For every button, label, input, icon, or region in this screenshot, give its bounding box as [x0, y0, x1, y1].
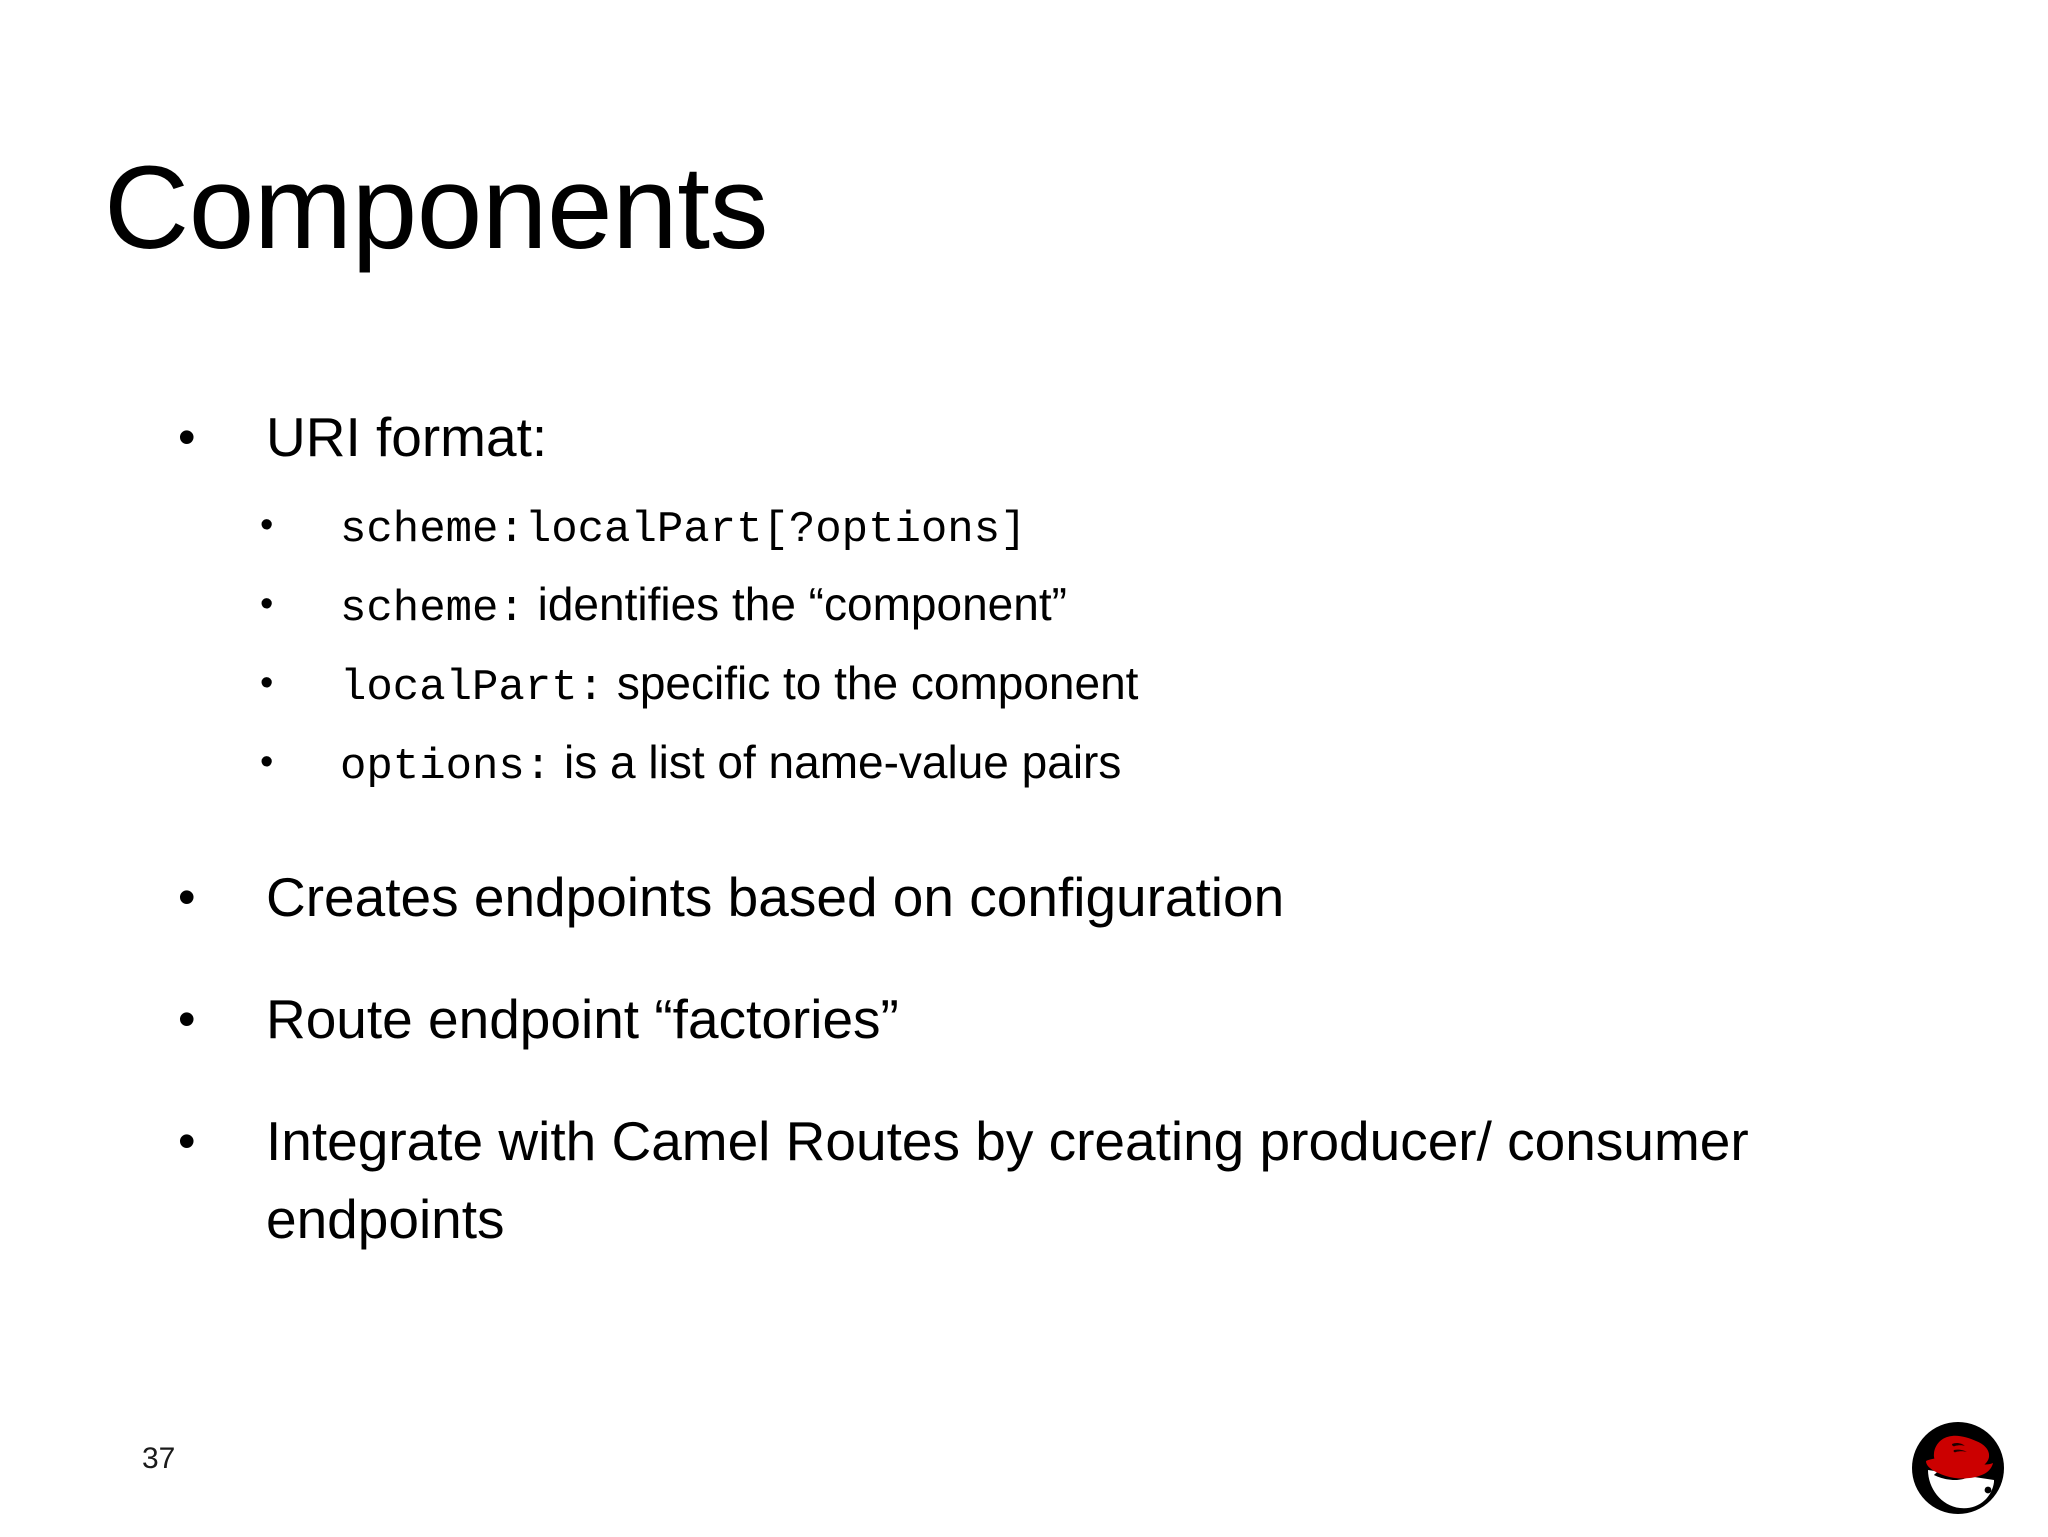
sub-bullet-scheme: • scheme: identifies the “component” — [0, 569, 2048, 644]
slide-number: 37 — [142, 1442, 176, 1475]
bullet-route-endpoint-factories: • Route endpoint “factories” — [0, 980, 2048, 1058]
bullet-text: URI format: — [266, 406, 548, 468]
sub-bullet-text: options: is a list of name-value pairs — [340, 727, 2048, 802]
code-token: scheme:localPart[?options] — [340, 505, 1027, 555]
bullet-text: Route endpoint “factories” — [266, 988, 899, 1050]
bullet-text: Creates endpoints based on configuration — [266, 866, 1285, 928]
code-token: scheme: — [340, 584, 525, 634]
bullet-uri-format: • URI format: — [0, 398, 2048, 476]
sub-bullet-text: localPart: specific to the component — [340, 648, 2048, 723]
bullet-marker-icon: • — [260, 741, 274, 783]
sub-bullet-description: identifies the “component” — [524, 578, 1067, 630]
spacer — [0, 1072, 2048, 1102]
sub-bullet-description: is a list of name-value pairs — [551, 736, 1122, 788]
sub-bullet-group: • scheme:localPart[?options] • scheme: i… — [0, 490, 2048, 802]
bullet-creates-endpoints: • Creates endpoints based on configurati… — [0, 858, 2048, 936]
spacer — [0, 950, 2048, 980]
sub-bullet-description: specific to the component — [604, 657, 1139, 709]
code-token: options: — [340, 742, 552, 792]
page-title: Components — [104, 142, 769, 275]
bullet-marker-icon: • — [178, 869, 196, 925]
red-hat-shadowman-logo — [1908, 1418, 2008, 1518]
sub-bullet-text: scheme:localPart[?options] — [340, 490, 2048, 565]
slide-body: • URI format: • scheme:localPart[?option… — [0, 398, 2048, 1272]
code-token: localPart: — [340, 663, 605, 713]
sub-bullet-uri-syntax: • scheme:localPart[?options] — [0, 490, 2048, 565]
sub-bullet-localpart: • localPart: specific to the component — [0, 648, 2048, 723]
bullet-marker-icon: • — [260, 504, 274, 546]
bullet-marker-icon: • — [178, 1113, 196, 1169]
sub-bullet-options: • options: is a list of name-value pairs — [0, 727, 2048, 802]
bullet-marker-icon: • — [178, 991, 196, 1047]
bullet-marker-icon: • — [260, 583, 274, 625]
bullet-integrate-camel-routes: • Integrate with Camel Routes by creatin… — [0, 1102, 2048, 1258]
bullet-marker-icon: • — [178, 409, 196, 465]
bullet-text: Integrate with Camel Routes by creating … — [266, 1110, 1749, 1250]
sub-bullet-text: scheme: identifies the “component” — [340, 569, 2048, 644]
spacer — [0, 828, 2048, 858]
bullet-marker-icon: • — [260, 662, 274, 704]
